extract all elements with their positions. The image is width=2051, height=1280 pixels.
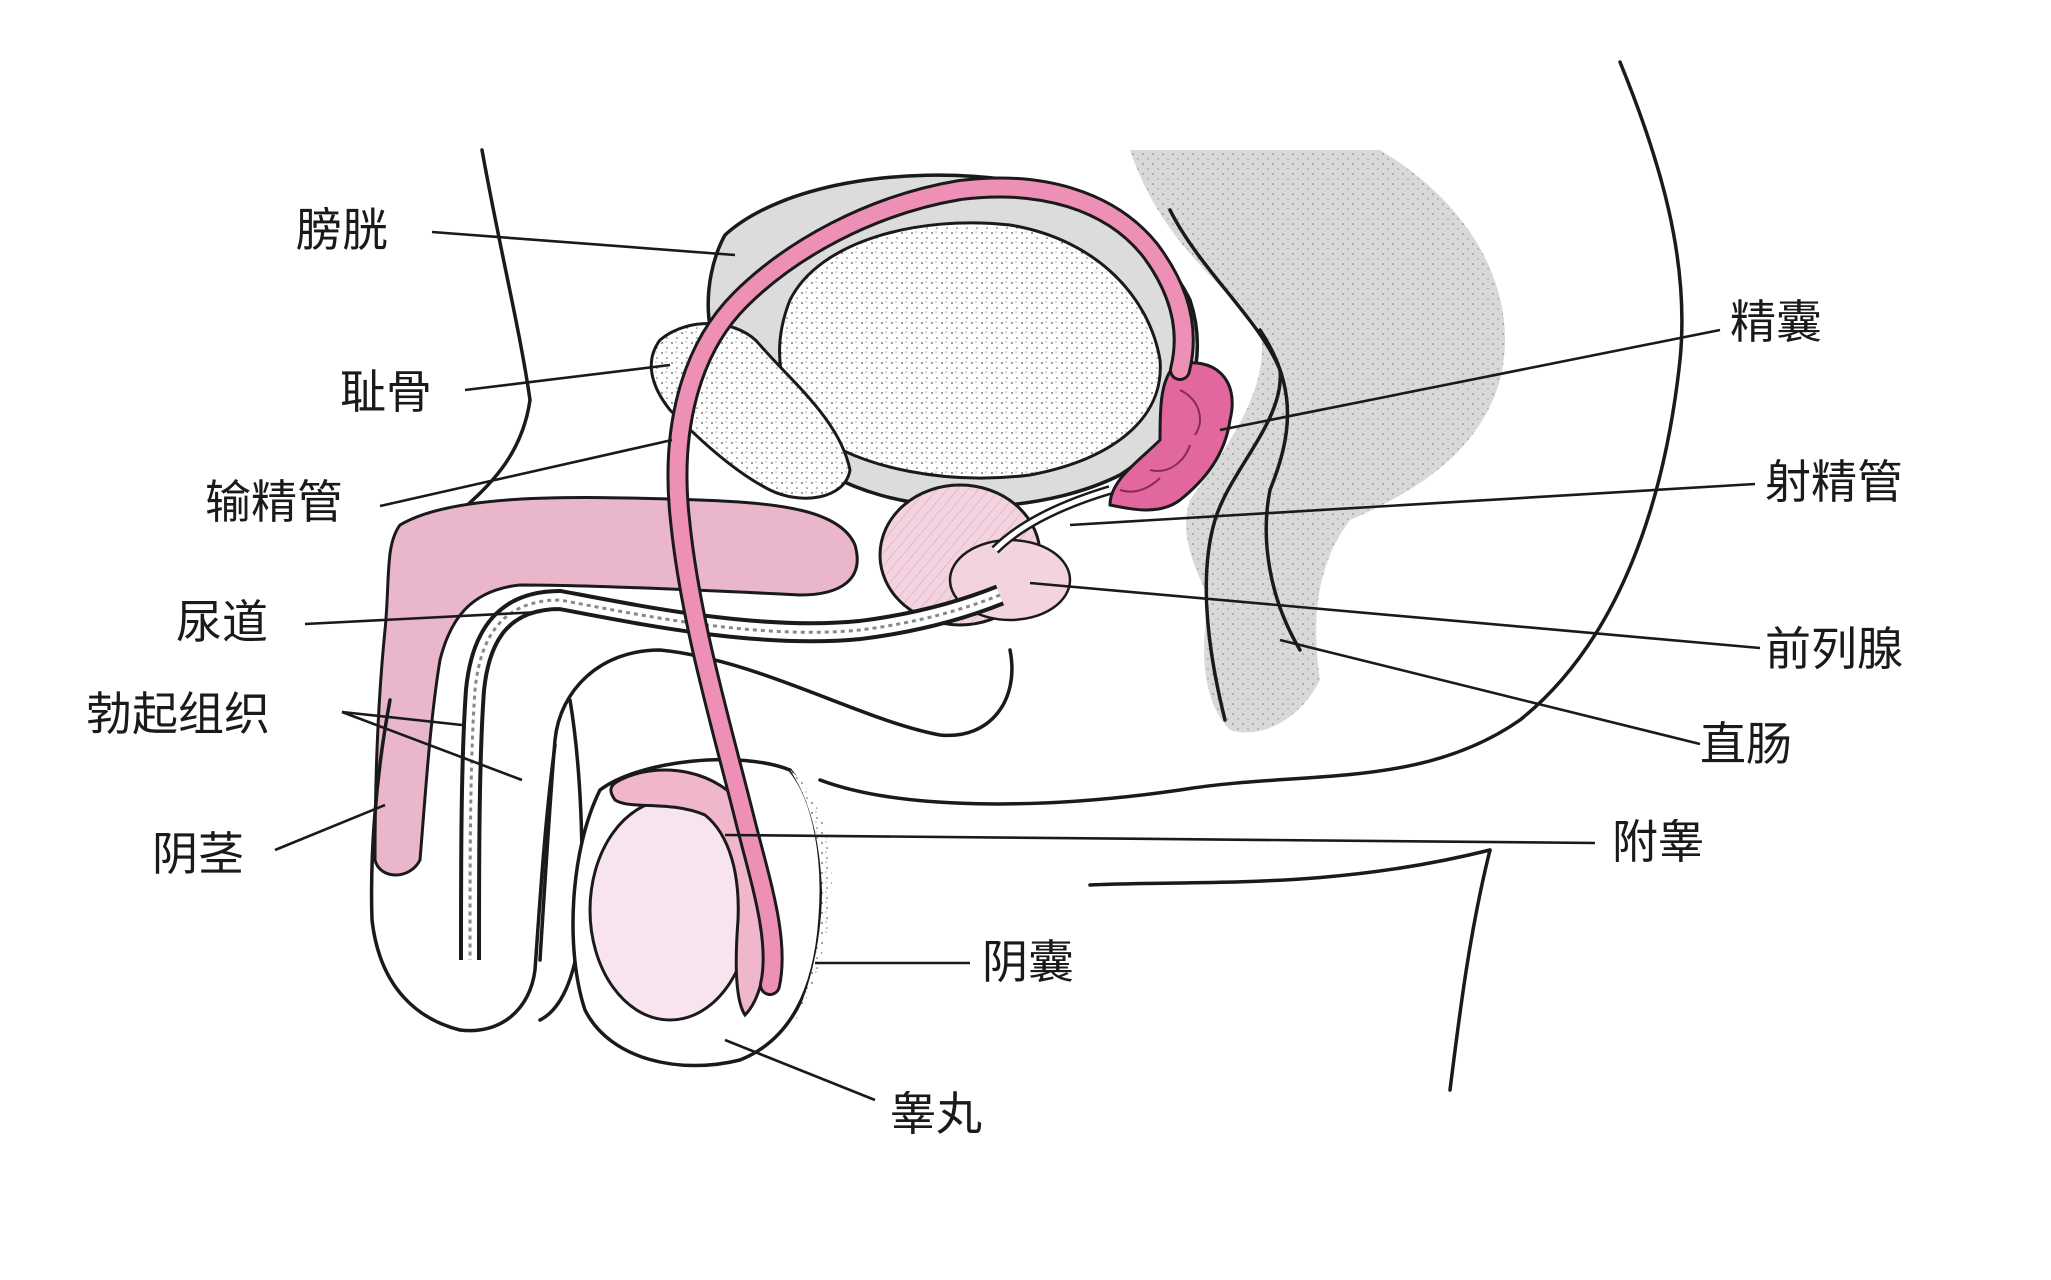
rectum-shape: [1130, 150, 1505, 733]
label-urethra: 尿道: [176, 595, 268, 649]
leader-penis: [274, 803, 386, 852]
leader-prostate: [1029, 581, 1761, 650]
label-prostate: 前列腺: [1765, 622, 1903, 676]
leader-urethra: [304, 610, 541, 626]
leader-erectile-2: [341, 710, 523, 782]
label-rectum: 直肠: [1700, 717, 1792, 771]
leader-lines: [274, 230, 1761, 1102]
leader-rectum: [1279, 638, 1701, 746]
leader-testis: [724, 1038, 876, 1102]
label-bladder: 膀胱: [296, 203, 388, 257]
label-epididymis: 附睾: [1612, 815, 1704, 869]
leader-bladder: [431, 230, 736, 257]
erectile-tissue-shape: [373, 496, 859, 877]
label-erectile-tissue: 勃起组织: [86, 687, 270, 741]
urethra-lumen: [468, 593, 1001, 961]
label-vas-deferens: 输精管: [205, 475, 343, 529]
back-outline: [818, 60, 1684, 806]
seminal-vesicle-lobes: [1119, 389, 1201, 493]
label-ejaculatory-duct: 射精管: [1765, 455, 1903, 509]
thigh-outline: [1448, 848, 1492, 1092]
leader-erectile-1: [341, 710, 463, 727]
label-penis: 阴茎: [152, 827, 244, 881]
label-testis: 睾丸: [890, 1087, 982, 1141]
seminal-vesicle-shape: [1108, 361, 1234, 512]
label-seminal-vesicle: 精囊: [1730, 295, 1822, 349]
penis-glans-outline: [369, 698, 557, 1033]
ejaculatory-duct-lumen: [993, 487, 1111, 552]
leader-seminal-vesicle: [1219, 328, 1721, 432]
leader-epididymis: [724, 833, 1596, 845]
vas-deferens-fill: [669, 179, 1192, 993]
label-scrotum: 阴囊: [982, 935, 1074, 989]
leader-ejaculatory-duct: [1069, 482, 1756, 527]
labels: 膀胱 耻骨 输精管 尿道 勃起组织 阴茎 精囊 射精管 前列腺 直肠 附睾 阴囊…: [86, 203, 1903, 1141]
label-pubic-bone: 耻骨: [340, 365, 432, 419]
rectum-outline-inner: [1258, 328, 1302, 652]
leader-pubic-bone: [464, 363, 671, 392]
perineum-outline: [1088, 848, 1492, 887]
spongiosum-outline: [538, 648, 1014, 962]
leader-vas-deferens: [379, 438, 673, 508]
rectum-outline: [1168, 208, 1282, 722]
